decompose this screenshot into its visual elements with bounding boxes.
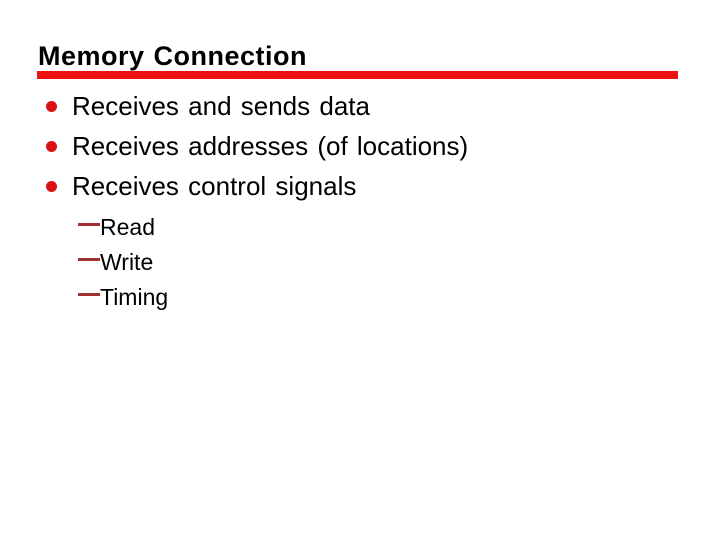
sub-bullet-item: Write xyxy=(78,245,168,280)
bullet-text: Receives addresses (of locations) xyxy=(72,131,469,161)
sub-bullet-item: Timing xyxy=(78,280,168,315)
bullet-text: Receives control signals xyxy=(72,171,357,201)
bullet-item: Receives control signals xyxy=(46,166,468,206)
slide-title: Memory Connection xyxy=(38,41,308,71)
em-dash-bullet-icon xyxy=(78,258,100,262)
sub-bullet-text: Timing xyxy=(100,284,169,310)
bullet-dot-icon xyxy=(46,140,57,152)
em-dash-bullet-icon xyxy=(78,223,100,227)
bullet-item: Receives and sends data xyxy=(46,86,468,126)
sub-bullet-list: Read Write Timing xyxy=(78,210,168,315)
bullet-dot-icon xyxy=(46,180,57,192)
sub-bullet-text: Read xyxy=(100,214,155,240)
bullet-list: Receives and sends data Receives address… xyxy=(46,86,468,206)
bullet-text: Receives and sends data xyxy=(72,91,370,121)
bullet-dot-icon xyxy=(46,100,57,112)
bullet-item: Receives addresses (of locations) xyxy=(46,126,468,166)
sub-bullet-item: Read xyxy=(78,210,168,245)
title-underline-rule xyxy=(37,71,678,79)
sub-bullet-text: Write xyxy=(100,249,154,275)
em-dash-bullet-icon xyxy=(78,293,100,297)
